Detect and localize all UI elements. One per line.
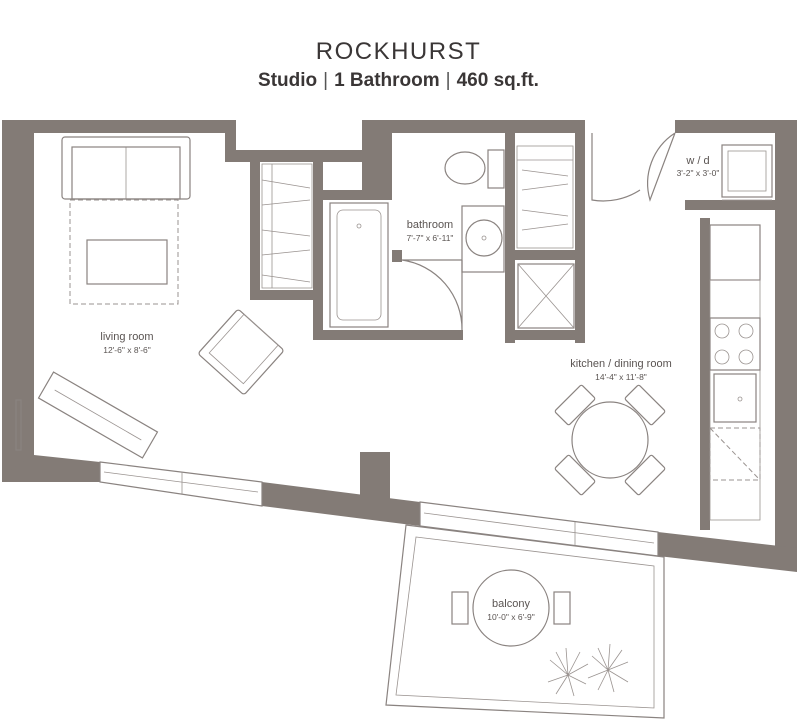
label-wd: w / d [685, 155, 709, 167]
dims-wd: 3'-2" x 3'-0" [677, 168, 720, 178]
area-rug [69, 199, 179, 305]
window-living [99, 461, 263, 507]
separator: | [323, 70, 329, 91]
label-kitchen: kitchen / dining room [570, 358, 672, 370]
washer-dryer [721, 144, 773, 198]
balcony-railing [385, 524, 665, 719]
sink [465, 219, 503, 257]
room-labels: living room 12'-6" x 8'-6" bathroom 7'-7… [100, 155, 719, 622]
balcony-chair [553, 591, 571, 625]
dining-chair [554, 384, 596, 426]
window-balcony [419, 501, 659, 557]
plan-title: ROCKHURST [315, 38, 482, 65]
balcony [385, 524, 665, 719]
walls [2, 120, 797, 572]
balcony-table [472, 569, 550, 647]
plan-subtitle: Studio|1 Bathroom|460 sq.ft. [0, 70, 797, 92]
kitchen-sink [713, 373, 757, 423]
dims-living-room: 12'-6" x 8'-6" [103, 345, 151, 355]
bathroom-count: 1 Bathroom [334, 70, 440, 91]
bathtub [329, 202, 389, 328]
dining-set [554, 384, 666, 496]
bathroom-door [401, 259, 463, 331]
media-console [37, 371, 159, 459]
vanity [461, 205, 505, 273]
closet-left [261, 163, 313, 289]
wall-top-closet [225, 150, 365, 162]
counter [709, 279, 761, 521]
fridge [709, 224, 761, 281]
window-side [15, 399, 22, 451]
dining-chair [554, 454, 596, 496]
label-bathroom: bathroom [407, 219, 453, 231]
wall-closet-right [313, 160, 323, 340]
toilet-tank [487, 149, 505, 189]
toilet [444, 151, 486, 185]
label-balcony: balcony [492, 598, 530, 610]
wall-kitchen-counter [700, 218, 710, 530]
plant-icon [547, 643, 629, 697]
armchair [198, 309, 284, 395]
separator: | [445, 70, 451, 91]
wall-left [2, 120, 236, 475]
wall-bottom-mid [262, 482, 420, 526]
wall-closet-bottom [250, 290, 320, 300]
living-furniture [37, 136, 284, 459]
bathroom-fixtures [329, 149, 575, 331]
dims-balcony: 10'-0" x 6'-9" [487, 612, 535, 622]
entry-door [591, 133, 641, 202]
dining-chair [624, 384, 666, 426]
wall-shower-right [575, 133, 585, 343]
dims-bathroom: 7'-7" x 6'-11" [407, 233, 454, 243]
coffee-table [86, 239, 168, 285]
dishwasher [709, 427, 761, 481]
label-living-room: living room [100, 331, 153, 343]
wall-shower-top [505, 250, 585, 260]
balcony-chair [451, 591, 469, 625]
dining-chair [624, 454, 666, 496]
cooktop [709, 317, 761, 371]
unit-area: 460 sq.ft. [456, 70, 539, 91]
wall-bath-bottom [313, 330, 463, 340]
closet-right [516, 145, 574, 249]
dims-kitchen: 14'-4" x 11'-8" [595, 372, 647, 382]
kitchen-fixtures [709, 224, 761, 521]
wall-bath-door-jamb [392, 250, 402, 262]
wall-right [675, 120, 797, 565]
wd-door [647, 132, 676, 202]
wall-closet-left [250, 160, 260, 300]
wall-bottom-right [658, 532, 797, 572]
wall-bath-inner [320, 190, 392, 200]
entry [591, 132, 773, 202]
wall-pillar [360, 452, 390, 500]
unit-type: Studio [258, 70, 318, 91]
wall-shower-bottom [505, 330, 585, 340]
wall-bottom-left [2, 455, 100, 482]
dining-table [571, 401, 649, 479]
shower [517, 263, 575, 329]
wall-top-bath [362, 120, 585, 190]
wall-bath-right [505, 133, 515, 343]
